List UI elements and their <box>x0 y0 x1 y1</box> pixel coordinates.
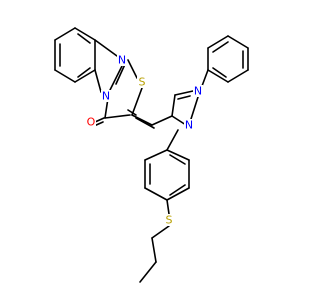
bond-line <box>104 114 131 119</box>
bond-line <box>144 187 168 201</box>
bond-line <box>131 114 153 126</box>
bond-line <box>227 69 249 83</box>
atom-label-s-thiazole: S <box>139 76 146 89</box>
bond-line <box>207 69 229 83</box>
bond-line <box>151 225 170 239</box>
atom-s-thiazole: S <box>137 76 147 89</box>
bond-line <box>94 69 102 93</box>
bond-line <box>169 154 186 165</box>
atom-label-s-thioether: S <box>166 214 173 227</box>
bond-line <box>166 149 190 161</box>
bond-line <box>94 39 118 57</box>
bond-line <box>54 69 76 83</box>
bond-line <box>74 27 96 41</box>
atom-label-n-bridgehead: N <box>102 90 110 103</box>
bond-line <box>207 35 229 49</box>
bond-line <box>94 117 105 123</box>
bond-line <box>177 95 191 100</box>
atom-label-n-imidazole: N <box>118 54 126 67</box>
bond-line <box>135 117 155 129</box>
molecule-diagram: N S O N N N S <box>54 27 249 283</box>
bond-line <box>201 69 209 87</box>
bond-line <box>166 187 190 201</box>
bond-line <box>127 109 137 116</box>
bond-line <box>212 67 227 78</box>
bond-line <box>109 63 124 91</box>
atom-n-pyrazole-1: N <box>193 85 203 98</box>
atom-layer: N S O N N N S <box>86 54 203 227</box>
bond-line <box>174 90 194 96</box>
molecule-structure: N S O N N N S <box>54 27 249 283</box>
bond-line <box>127 59 138 79</box>
atom-n-pyrazole-2: N <box>184 119 194 132</box>
bond-line <box>77 33 91 44</box>
bond-line <box>166 199 170 215</box>
bond-line <box>139 261 157 283</box>
bond-line <box>212 41 229 53</box>
bond-line <box>144 149 168 161</box>
bond-line <box>54 27 76 41</box>
atom-label-o-carbonyl: O <box>87 116 96 129</box>
atom-n-imidazole: N <box>117 54 127 67</box>
bond-line <box>131 87 143 116</box>
bond-layer <box>54 27 249 283</box>
bond-line <box>151 115 173 126</box>
atom-label-n-pyrazole-2: N <box>185 119 193 132</box>
bond-line <box>77 67 91 78</box>
bond-line <box>171 115 187 126</box>
atom-s-thioether: S <box>164 214 174 227</box>
atom-n-bridgehead: N <box>101 90 111 103</box>
bond-line <box>227 35 249 49</box>
bond-line <box>74 69 96 83</box>
atom-label-n-pyrazole-1: N <box>194 85 202 98</box>
bond-line <box>166 129 179 151</box>
bond-line <box>151 237 157 263</box>
bond-line <box>169 184 186 196</box>
atom-o-carbonyl: O <box>86 116 96 129</box>
bond-line <box>171 94 176 117</box>
bond-line <box>190 96 199 120</box>
